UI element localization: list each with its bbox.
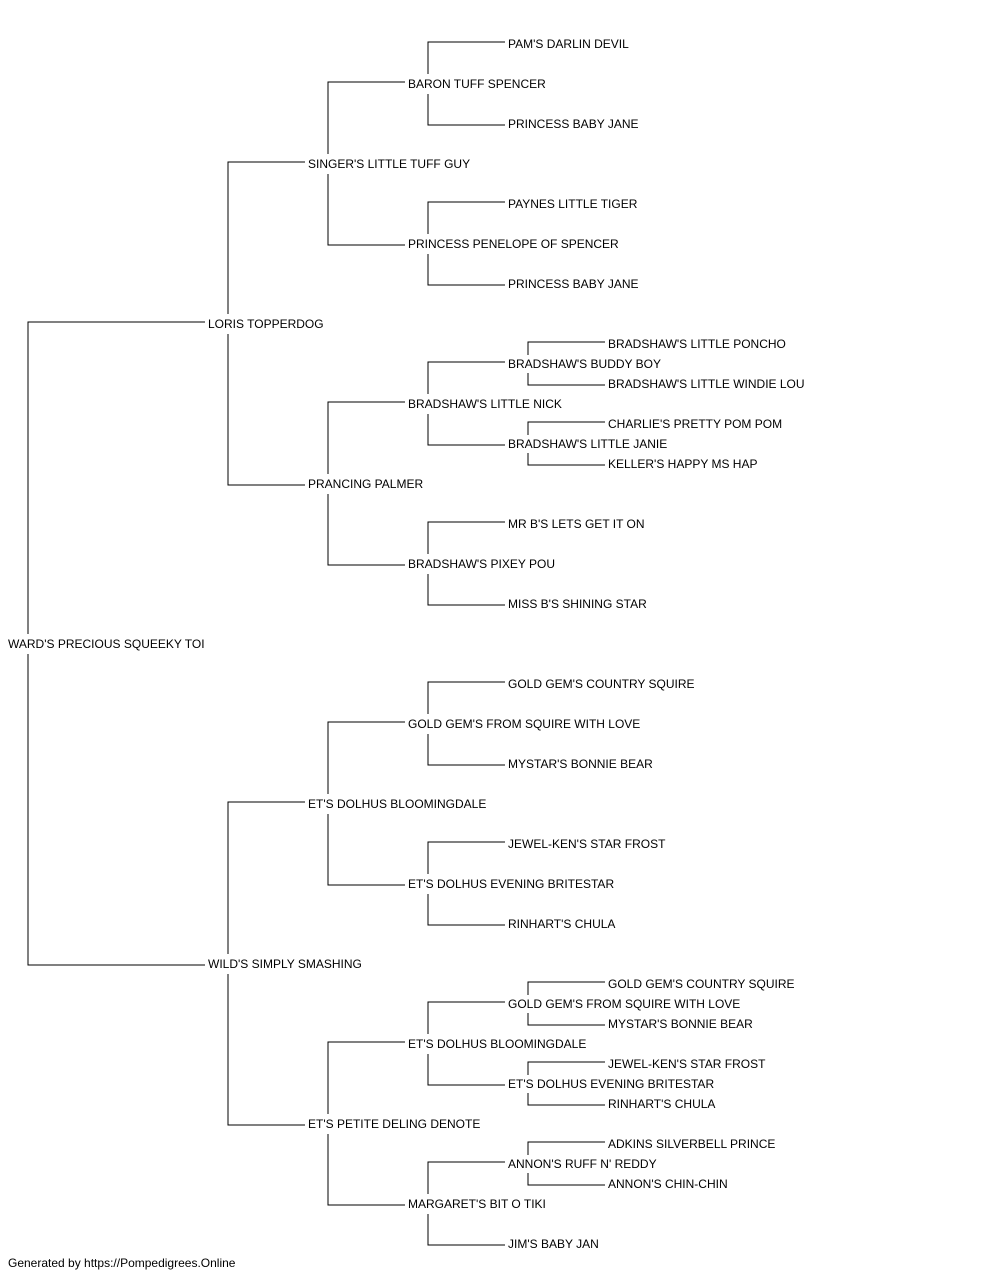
dog-dam-dam-sire-sire: GOLD GEM'S FROM SQUIRE WITH LOVE bbox=[508, 997, 740, 1011]
dog-dam-dam-sire-dam-dam: RINHART'S CHULA bbox=[608, 1097, 715, 1111]
dog-sire: LORIS TOPPERDOG bbox=[208, 317, 324, 331]
dog-dam-dam-dam-dam: JIM'S BABY JAN bbox=[508, 1237, 599, 1251]
dog-dam-sire-sire: GOLD GEM'S FROM SQUIRE WITH LOVE bbox=[408, 717, 640, 731]
dog-sire-dam-sire-dam-sire: CHARLIE'S PRETTY POM POM bbox=[608, 417, 782, 431]
dog-names: WARD'S PRECIOUS SQUEEKY TOI LORIS TOPPER… bbox=[8, 37, 805, 1251]
dog-dam-sire-dam-sire: JEWEL-KEN'S STAR FROST bbox=[508, 837, 666, 851]
dog-dam-dam-sire-sire-sire: GOLD GEM'S COUNTRY SQUIRE bbox=[608, 977, 795, 991]
dog-sire-dam-sire-dam-dam: KELLER'S HAPPY MS HAP bbox=[608, 457, 757, 471]
dog-dam-dam-dam-sire-dam: ANNON'S CHIN-CHIN bbox=[608, 1177, 728, 1191]
dog-sire-sire-dam: PRINCESS PENELOPE OF SPENCER bbox=[408, 237, 619, 251]
dog-sire-dam-dam-sire: MR B'S LETS GET IT ON bbox=[508, 517, 645, 531]
dog-dam-dam-dam: MARGARET'S BIT O TIKI bbox=[408, 1197, 546, 1211]
dog-dam-dam-sire: ET'S DOLHUS BLOOMINGDALE bbox=[408, 1037, 586, 1051]
dog-sire-dam-sire-sire-sire: BRADSHAW'S LITTLE PONCHO bbox=[608, 337, 786, 351]
dog-sire-dam-sire: BRADSHAW'S LITTLE NICK bbox=[408, 397, 562, 411]
dog-sire-dam-sire-dam: BRADSHAW'S LITTLE JANIE bbox=[508, 437, 667, 451]
dog-dam-sire-dam-dam: RINHART'S CHULA bbox=[508, 917, 615, 931]
dog-dam-dam-sire-dam: ET'S DOLHUS EVENING BRITESTAR bbox=[508, 1077, 714, 1091]
dog-dam-sire-sire-dam: MYSTAR'S BONNIE BEAR bbox=[508, 757, 653, 771]
dog-dam: WILD'S SIMPLY SMASHING bbox=[208, 957, 362, 971]
dog-sire-sire-sire: BARON TUFF SPENCER bbox=[408, 77, 546, 91]
dog-dam-sire: ET'S DOLHUS BLOOMINGDALE bbox=[308, 797, 486, 811]
dog-dam-dam-sire-dam-sire: JEWEL-KEN'S STAR FROST bbox=[608, 1057, 766, 1071]
dog-dam-sire-dam: ET'S DOLHUS EVENING BRITESTAR bbox=[408, 877, 614, 891]
dog-dam-dam-dam-sire: ANNON'S RUFF N' REDDY bbox=[508, 1157, 657, 1171]
dog-sire-sire: SINGER'S LITTLE TUFF GUY bbox=[308, 157, 470, 171]
dog-dam-sire-sire-sire: GOLD GEM'S COUNTRY SQUIRE bbox=[508, 677, 695, 691]
dog-dam-dam-sire-sire-dam: MYSTAR'S BONNIE BEAR bbox=[608, 1017, 753, 1031]
dog-sire-sire-sire-sire: PAM'S DARLIN DEVIL bbox=[508, 37, 629, 51]
dog-dam-dam-dam-sire-sire: ADKINS SILVERBELL PRINCE bbox=[608, 1137, 775, 1151]
connector-lines bbox=[27, 41, 605, 1246]
dog-sire-dam-sire-sire: BRADSHAW'S BUDDY BOY bbox=[508, 357, 661, 371]
dog-sire-sire-sire-dam: PRINCESS BABY JANE bbox=[508, 117, 639, 131]
dog-subject: WARD'S PRECIOUS SQUEEKY TOI bbox=[8, 637, 205, 651]
footer-credit: Generated by https://Pompedigrees.Online bbox=[8, 1256, 236, 1270]
dog-sire-dam-sire-sire-dam: BRADSHAW'S LITTLE WINDIE LOU bbox=[608, 377, 805, 391]
dog-dam-dam: ET'S PETITE DELING DENOTE bbox=[308, 1117, 480, 1131]
dog-sire-sire-dam-sire: PAYNES LITTLE TIGER bbox=[508, 197, 638, 211]
dog-sire-dam-dam: BRADSHAW'S PIXEY POU bbox=[408, 557, 555, 571]
dog-sire-dam: PRANCING PALMER bbox=[308, 477, 423, 491]
dog-sire-dam-dam-dam: MISS B'S SHINING STAR bbox=[508, 597, 647, 611]
dog-sire-sire-dam-dam: PRINCESS BABY JANE bbox=[508, 277, 639, 291]
